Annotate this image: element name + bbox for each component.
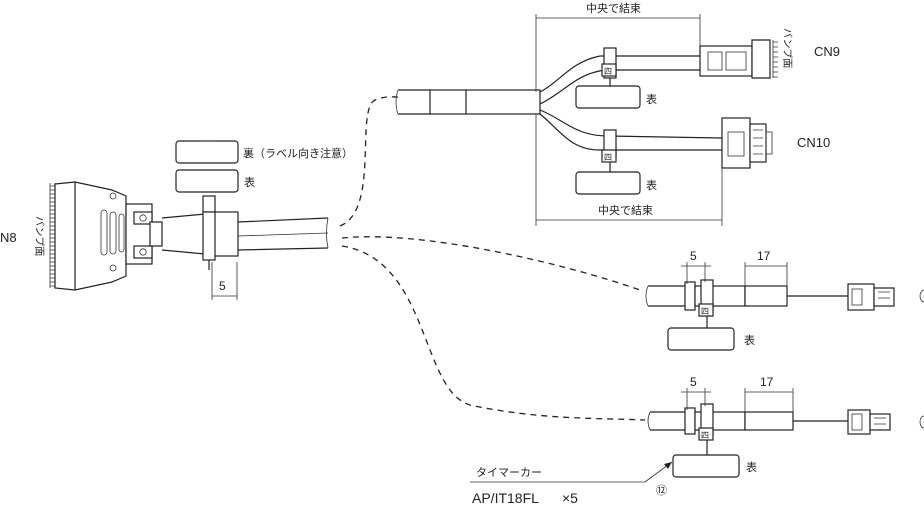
svg-text:四: 四 xyxy=(701,307,709,316)
connector-label-cn9: CN9 xyxy=(814,44,840,59)
main-cable-tie xyxy=(202,195,216,270)
dim-lower-17-text: 17 xyxy=(760,375,774,389)
pump-face-label-left: バンプ面 xyxy=(33,216,45,256)
connector-cn9 xyxy=(699,39,778,79)
connector-pins xyxy=(50,185,55,287)
front-text-cn10: 表 xyxy=(646,178,657,192)
connector-label-cn10: CN10 xyxy=(797,135,830,150)
pump-face-label-cn9: バンプ面 xyxy=(781,28,793,68)
timer-marker-callout: タイマーカー AP/IT18FL ×5 ⑫ xyxy=(470,461,673,506)
dimension-center-bottom: 中央で結束 xyxy=(535,114,723,226)
dimension-main-5: 5 xyxy=(211,262,238,300)
front-text-cn9: 表 xyxy=(646,92,657,106)
timer-marker-text: タイマーカー xyxy=(476,466,542,479)
main-cable xyxy=(161,211,329,257)
front-text-lower: 表 xyxy=(746,460,757,474)
dim-main-5-text: 5 xyxy=(219,279,226,293)
quantity-text: ×5 xyxy=(562,490,578,506)
svg-text:四: 四 xyxy=(701,431,709,440)
svg-text:四: 四 xyxy=(604,153,612,162)
connector-cn10 xyxy=(721,117,773,169)
svg-text:四: 四 xyxy=(604,67,612,76)
label-front-main: 表 xyxy=(175,169,255,193)
center-bind-top-text: 中央で結束 xyxy=(586,1,641,15)
part-number-text: AP/IT18FL xyxy=(472,490,539,506)
middle-branch: 四 表 5 17 xyxy=(645,249,895,351)
back-label-note: 裏（ラベル向き注意） xyxy=(243,146,353,160)
front-text-main: 表 xyxy=(244,175,255,189)
front-text-middle: 表 xyxy=(744,333,755,347)
connector-label-n8: N8 xyxy=(0,230,17,245)
dim-lower-5-text: 5 xyxy=(690,375,697,389)
cropped-mark-bottom xyxy=(919,415,924,429)
lower-branch: 四 表 5 17 xyxy=(647,375,891,478)
center-bind-bottom-text: 中央で結束 xyxy=(598,203,653,217)
callout-number: ⑫ xyxy=(656,484,667,497)
dashed-routes xyxy=(339,96,646,421)
dim-middle-5-text: 5 xyxy=(690,249,697,263)
left-connector xyxy=(49,181,163,291)
upper-branch: 四 表 四 表 バンプ面 CN9 CN10 xyxy=(395,1,840,226)
connector-middle xyxy=(847,283,895,311)
label-back: 裏（ラベル向き注意） xyxy=(175,140,353,164)
connector-lower xyxy=(847,409,891,435)
cropped-mark-top xyxy=(919,289,924,303)
dim-middle-17-text: 17 xyxy=(757,249,771,263)
dimension-center-top: 中央で結束 xyxy=(535,1,701,92)
